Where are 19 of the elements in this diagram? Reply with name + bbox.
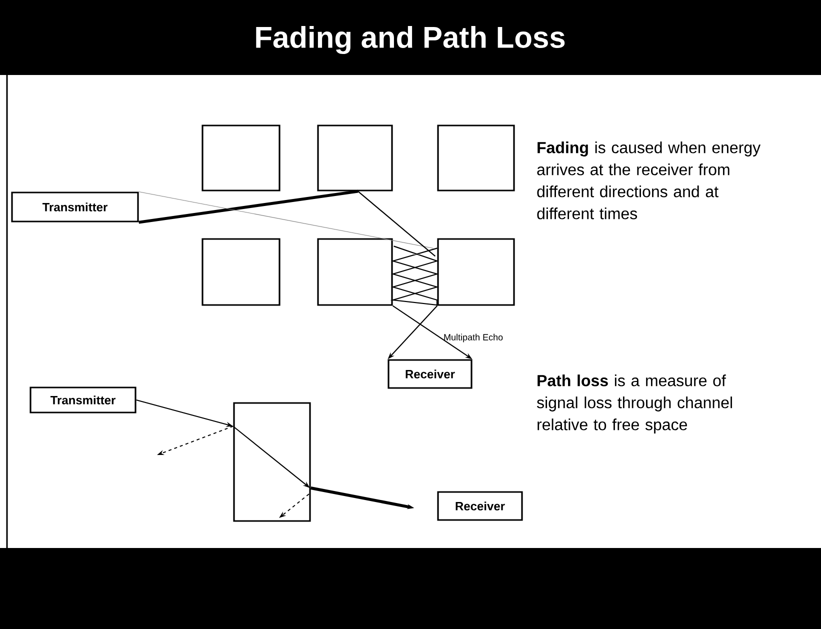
description-text: Fading is caused when energy arrives at the receiver from different directions and at different times (537, 142, 761, 220)
label-box: Receiver (388, 359, 472, 389)
label-box: Transmitter (30, 386, 136, 414)
echo-label: Multipath Echo (444, 334, 503, 342)
label-box: Transmitter (11, 192, 139, 222)
building-box (317, 238, 393, 306)
connector-line (138, 190, 358, 224)
building-box (437, 124, 515, 192)
building-box (437, 238, 515, 306)
connector-line (358, 190, 436, 257)
building-box (233, 402, 311, 522)
building-box (317, 124, 393, 192)
building-box (202, 124, 280, 192)
label-box: Receiver (437, 491, 523, 521)
reflection-path (390, 246, 439, 306)
building-box (202, 238, 280, 306)
connector-line (138, 191, 434, 248)
description-text: Path loss is a measure of signal loss through channel relative to free space (536, 374, 732, 434)
title: Fading and Path Loss (256, 26, 565, 54)
